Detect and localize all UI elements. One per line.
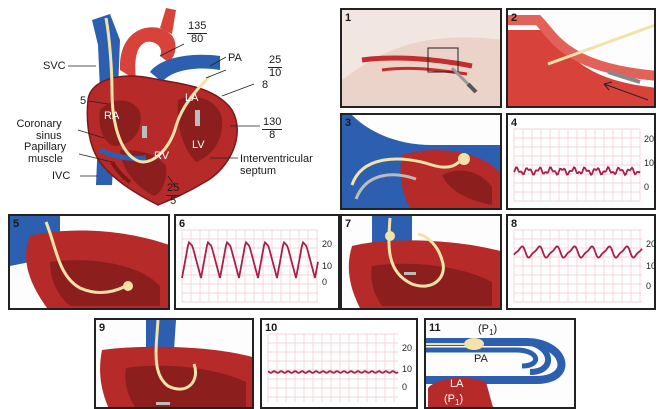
svc-label: SVC <box>43 61 66 72</box>
lv-diastolic: 8 <box>262 130 282 142</box>
p1-top-suffix: ) <box>493 323 497 335</box>
pressure-trace-graph-8 <box>508 216 656 310</box>
pa-diastolic: 10 <box>268 68 282 80</box>
aorta-pressure: 135 80 <box>187 21 207 45</box>
y-tick-0: 0 <box>644 183 649 192</box>
papillary-line1: Papillary <box>24 141 66 153</box>
panel-4: 4 20 10 0 <box>506 113 656 210</box>
right-ventricle-catheter-illustration <box>10 216 170 310</box>
panel-number: 8 <box>511 218 517 230</box>
pressure-trace-graph-10 <box>262 320 418 409</box>
p1-bottom-prefix: (P <box>444 393 455 405</box>
ivs-line1: Interventricular <box>240 153 313 165</box>
pa-pressure: 25 10 <box>268 55 282 79</box>
interventricular-septum-label: Interventricular septum <box>240 153 313 177</box>
panel-8: 8 20 10 0 <box>506 214 656 310</box>
y-tick-20: 20 <box>322 240 332 249</box>
rv-pressure: 25 5 <box>166 183 180 207</box>
y-tick-0: 0 <box>322 278 327 287</box>
ra-label: RA <box>104 111 119 122</box>
p1-bottom-suffix: ) <box>459 393 463 405</box>
lv-label: LV <box>192 140 205 151</box>
la-label: LA <box>185 93 198 104</box>
panel-10: 10 20 10 0 <box>260 318 418 409</box>
p1-top-label: (P1) <box>478 323 497 338</box>
panel-1: 1 <box>340 8 502 108</box>
pulmonary-artery-catheter-illustration <box>342 216 502 310</box>
y-tick-10: 10 <box>322 262 332 271</box>
wedge-position-illustration <box>96 320 254 409</box>
panel-number: 7 <box>345 218 351 230</box>
panel-5: 5 <box>8 214 170 310</box>
aorta-diastolic: 80 <box>187 34 207 46</box>
panel-number: 4 <box>511 117 517 129</box>
p11-pa-label: PA <box>474 353 488 365</box>
coronary-sinus-line1: Coronary <box>14 118 62 130</box>
panel-6: 6 20 10 0 <box>174 214 340 310</box>
y-tick-20: 20 <box>646 240 656 249</box>
panel-7: 7 <box>340 214 502 310</box>
rv-diastolic: 5 <box>166 196 180 208</box>
ivs-line2: septum <box>240 165 313 177</box>
panel-9: 9 <box>94 318 254 409</box>
y-tick-10: 10 <box>646 262 656 271</box>
y-tick-0: 0 <box>402 383 407 392</box>
lv-systolic: 130 <box>262 117 282 130</box>
vessel-puncture-illustration <box>508 10 656 108</box>
panel-number: 1 <box>345 12 351 24</box>
panel-number: 10 <box>265 322 277 334</box>
ra-pressure-value: 5 <box>80 96 86 107</box>
coronary-sinus-label: Coronary sinus <box>14 118 62 142</box>
panel-2: 2 <box>506 8 656 108</box>
papillary-line2: muscle <box>24 153 66 165</box>
panel-number: 5 <box>13 218 19 230</box>
panel-number: 11 <box>429 322 441 334</box>
pressure-trace-graph-6 <box>176 216 340 310</box>
panel-number: 2 <box>511 12 517 24</box>
panel-number: 9 <box>99 322 105 334</box>
y-tick-20: 20 <box>402 344 412 353</box>
heart-diagram: SVC 135 80 PA 25 10 8 5 LA RA LV RV Coro… <box>0 0 340 215</box>
y-tick-0: 0 <box>646 282 651 291</box>
pa-systolic: 25 <box>268 55 282 68</box>
p1-top-prefix: (P <box>478 323 489 335</box>
panel-number: 3 <box>345 117 351 129</box>
rv-label: RV <box>154 151 169 162</box>
pressure-trace-graph-4 <box>508 115 656 210</box>
panel-3: 3 <box>340 113 502 210</box>
papillary-muscle-label: Papillary muscle <box>24 141 66 165</box>
panel-11: 11 (P1) PA LA (P1) <box>424 318 576 409</box>
panel-number: 6 <box>179 218 185 230</box>
ivc-label: IVC <box>52 171 70 182</box>
lv-pressure: 130 8 <box>262 117 282 141</box>
y-tick-10: 10 <box>644 159 654 168</box>
la-pressure-value: 8 <box>262 80 268 91</box>
p1-bottom-label: (P1) <box>444 393 463 408</box>
pressure-trace-line <box>268 371 398 373</box>
aorta-systolic: 135 <box>187 21 207 34</box>
pa-label: PA <box>228 53 242 64</box>
p11-la-label: LA <box>450 378 463 390</box>
y-tick-20: 20 <box>644 135 654 144</box>
rv-systolic: 25 <box>166 183 180 196</box>
insertion-site-illustration <box>342 10 502 108</box>
y-tick-10: 10 <box>402 365 412 374</box>
right-atrium-catheter-illustration <box>342 115 502 210</box>
